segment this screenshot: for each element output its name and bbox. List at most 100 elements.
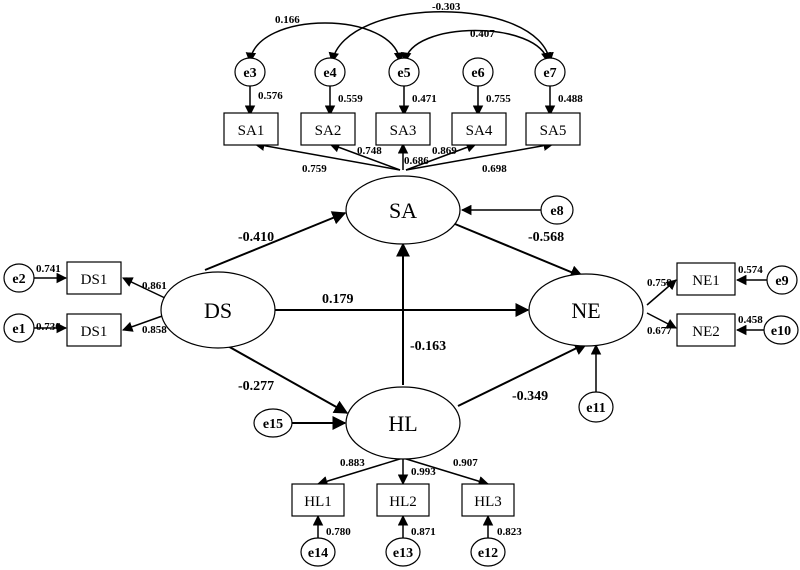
err-loading-e5: 0.471 — [412, 93, 437, 105]
cov-label-e4-e7: -0.303 — [432, 1, 461, 13]
cov-arc-e5-e7 — [400, 29, 552, 64]
loading-ds1a: 0.861 — [142, 280, 167, 292]
loading-ne2: 0.677 — [647, 325, 672, 337]
latent-ne-label: NE — [571, 298, 600, 323]
err-loading-e9: 0.574 — [738, 264, 763, 276]
err-loading-e3: 0.576 — [258, 90, 283, 102]
error-e15: e15 — [253, 408, 293, 438]
observed-sa1-label: SA1 — [238, 123, 265, 139]
error-e1-label: e1 — [12, 322, 25, 337]
observed-ne2-label: NE2 — [692, 324, 720, 340]
observed-sa3: SA3 — [375, 112, 431, 146]
observed-ne1-label: NE1 — [692, 273, 720, 289]
latent-ds-label: DS — [204, 298, 232, 323]
loading-ne1: 0.758 — [647, 277, 672, 289]
path-label-hl-ne: -0.349 — [512, 389, 548, 404]
arrow-ds-ds1a — [122, 277, 166, 299]
observed-hl1: HL1 — [291, 483, 345, 517]
err-loading-e7: 0.488 — [558, 93, 583, 105]
loading-sa1: 0.759 — [302, 163, 327, 175]
observed-hl2: HL2 — [376, 483, 430, 517]
path-label-hl-sa: -0.163 — [410, 339, 446, 354]
error-e14-label: e14 — [308, 546, 328, 561]
observed-sa2: SA2 — [300, 112, 356, 146]
error-e10-label: e10 — [771, 324, 791, 339]
error-e8-label: e8 — [550, 204, 563, 219]
observed-ds1-top-label: DS1 — [81, 272, 108, 288]
observed-hl1-label: HL1 — [304, 494, 332, 510]
observed-sa5: SA5 — [525, 112, 581, 146]
error-e4: e4 — [314, 57, 346, 87]
latent-hl: HL — [345, 386, 461, 460]
observed-hl3: HL3 — [461, 483, 515, 517]
cov-arc-e4-e7 — [328, 11, 554, 64]
arrow-ds-ds1b — [122, 314, 166, 332]
loading-sa5: 0.698 — [482, 163, 507, 175]
err-loading-e6: 0.755 — [486, 93, 511, 105]
latent-sa-label: SA — [389, 198, 417, 223]
observed-hl2-label: HL2 — [389, 494, 417, 510]
observed-ne2: NE2 — [676, 313, 736, 347]
err-loading-e12: 0.823 — [497, 526, 522, 538]
error-e9-label: e9 — [775, 274, 788, 289]
arrow-sa-sa5 — [405, 140, 555, 171]
err-loading-e4: 0.559 — [338, 93, 363, 105]
observed-ds1-bottom: DS1 — [66, 313, 122, 347]
arrow-sa-sa1 — [253, 140, 401, 171]
cov-label-e3-e5: 0.166 — [275, 14, 300, 26]
error-e11: e11 — [578, 391, 614, 423]
observed-ds1-bottom-label: DS1 — [81, 324, 108, 340]
path-sa-ne — [454, 223, 585, 279]
error-e15-label: e15 — [263, 417, 283, 432]
observed-ne1: NE1 — [676, 262, 736, 296]
arrow-ne-ne1 — [646, 279, 677, 306]
path-ds-sa — [204, 211, 347, 271]
error-e13-label: e13 — [393, 546, 413, 561]
err-loading-e13: 0.871 — [411, 526, 436, 538]
loading-hl1: 0.883 — [340, 457, 365, 469]
error-e4-label: e4 — [323, 66, 336, 81]
error-e1: e1 — [3, 313, 35, 343]
error-e8: e8 — [540, 195, 574, 225]
observed-ds1-top: DS1 — [66, 261, 122, 295]
observed-sa4-label: SA4 — [466, 123, 493, 139]
error-e2: e2 — [3, 263, 35, 293]
observed-sa5-label: SA5 — [540, 123, 567, 139]
path-label-ds-sa: -0.410 — [238, 230, 274, 245]
latent-hl-label: HL — [388, 411, 417, 436]
path-label-ds-ne: 0.179 — [322, 292, 354, 307]
err-loading-e1: 0.736 — [36, 321, 61, 333]
error-e2-label: e2 — [12, 272, 25, 287]
observed-sa3-label: SA3 — [390, 123, 417, 139]
error-e13: e13 — [385, 537, 421, 567]
loading-ds1b: 0.858 — [142, 324, 167, 336]
arrow-sa-sa4 — [405, 142, 477, 171]
path-label-ds-hl: -0.277 — [238, 379, 274, 394]
path-ds-hl — [225, 344, 349, 414]
error-e7: e7 — [534, 57, 566, 87]
arrow-hl-hl1 — [316, 457, 404, 487]
error-e6-label: e6 — [471, 66, 484, 81]
loading-sa2: 0.748 — [357, 145, 382, 157]
latent-ne: NE — [528, 273, 644, 347]
arrow-hl-hl3 — [402, 457, 490, 487]
observed-sa2-label: SA2 — [315, 123, 342, 139]
latent-sa: SA — [345, 175, 461, 245]
error-e7-label: e7 — [543, 66, 556, 81]
error-e3-label: e3 — [243, 66, 256, 81]
latent-ds: DS — [160, 271, 276, 349]
error-e11-label: e11 — [586, 401, 605, 416]
loading-sa4: 0.869 — [432, 145, 457, 157]
err-loading-e10: 0.458 — [738, 314, 763, 326]
cov-arc-e3-e5 — [245, 22, 405, 64]
error-e12: e12 — [470, 537, 506, 567]
error-e3: e3 — [234, 57, 266, 87]
loading-sa3: 0.686 — [404, 155, 429, 167]
path-label-sa-ne: -0.568 — [528, 230, 564, 245]
loading-hl2: 0.993 — [411, 466, 436, 478]
arrow-sa-sa2 — [329, 142, 401, 171]
error-e6: e6 — [462, 57, 494, 87]
error-e14: e14 — [300, 537, 336, 567]
error-e12-label: e12 — [478, 546, 498, 561]
